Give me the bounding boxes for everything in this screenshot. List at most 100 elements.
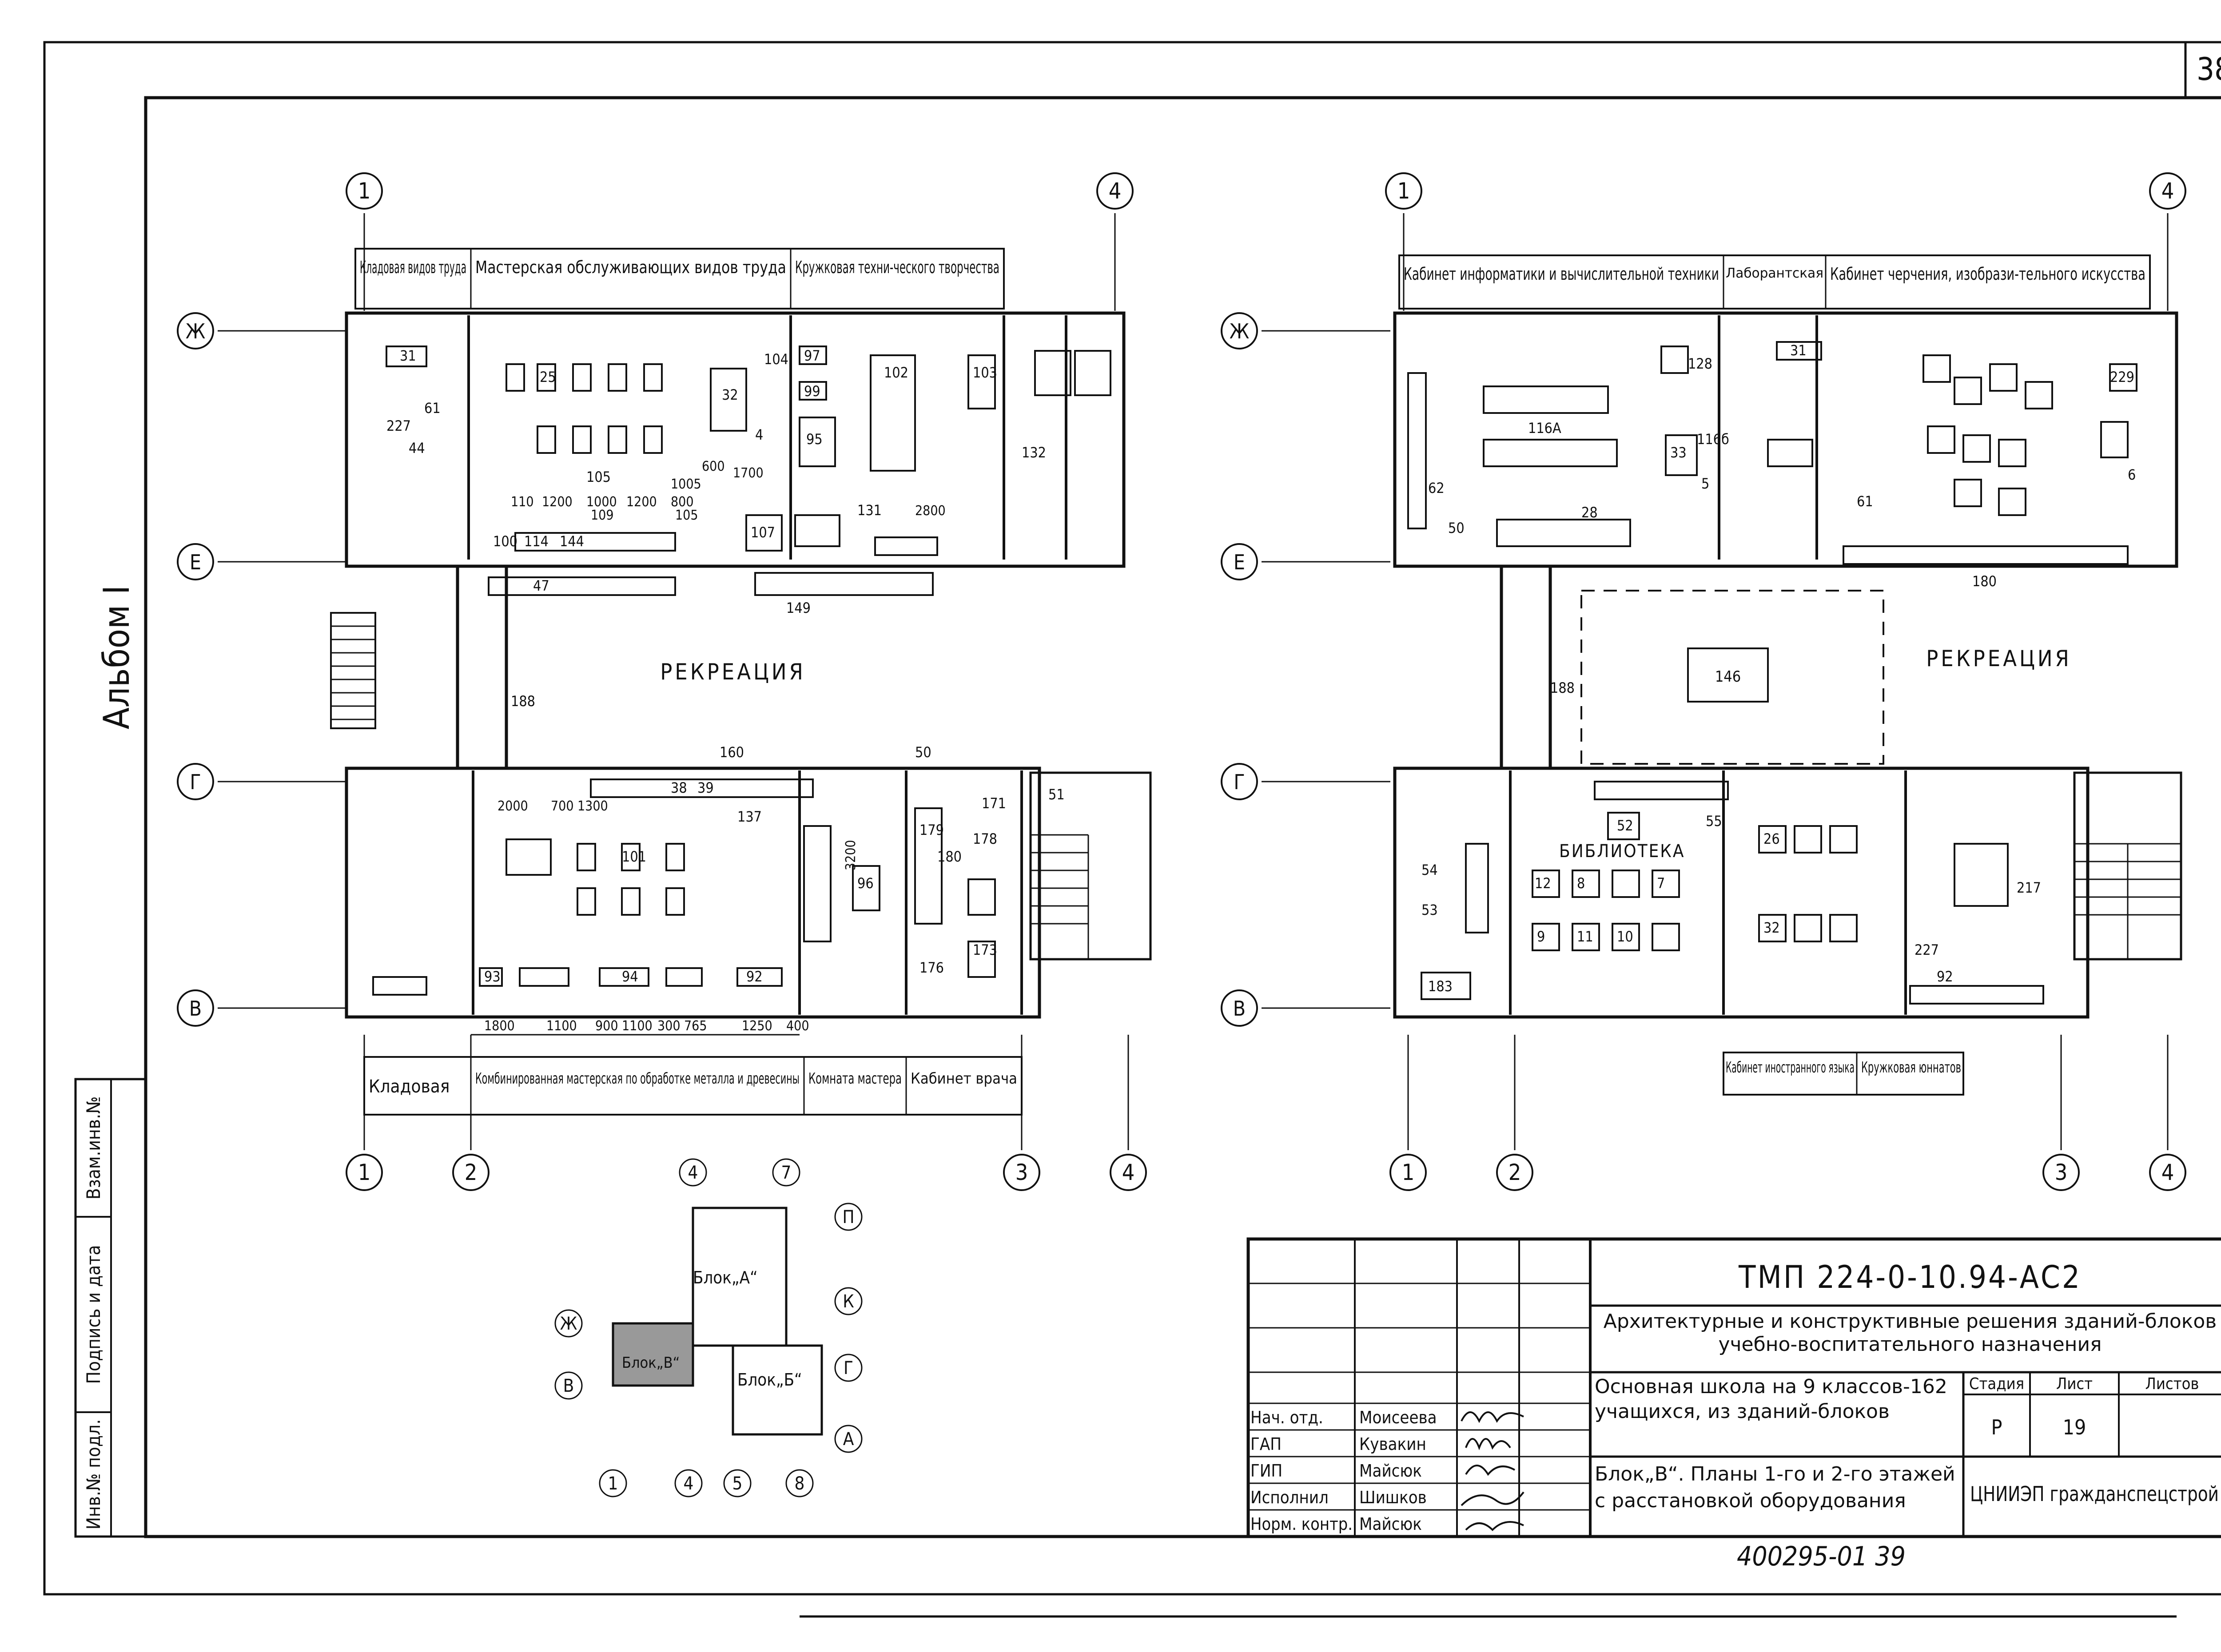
keyplan-axis: Ж [560, 1314, 577, 1334]
svg-text:114: 114 [524, 533, 549, 550]
role-label: Нач. отд. [1250, 1408, 1323, 1427]
keyplan-axis: 5 [732, 1473, 743, 1494]
keyplan-axis: 4 [688, 1163, 698, 1183]
svg-text:104: 104 [764, 351, 788, 368]
keyplan-axis: П [842, 1207, 854, 1227]
keyplan-axis: Г [844, 1358, 853, 1378]
svg-text:Г: Г [190, 770, 201, 794]
room-name-storage-bottom: Кладовая [369, 1076, 450, 1097]
role-label: ГИП [1250, 1461, 1282, 1481]
axis-bubble: 3 [1003, 1154, 1040, 1191]
axis-bubble: Ж [177, 312, 214, 349]
library-label: БИБЛИОТЕКА [1559, 841, 1685, 862]
inner-frame [144, 96, 2221, 1538]
stair-right [2073, 771, 2182, 961]
key-plan: Блок„А“ Блок„Б“ Блок„В“ П К Г А Ж В 1 4 … [554, 1158, 863, 1497]
room-name-naturalists-club: Кружковая юннатов [1861, 1059, 1961, 1076]
svg-text:62: 62 [1428, 480, 1445, 496]
svg-text:4: 4 [1109, 178, 1122, 204]
svg-text:1300: 1300 [577, 798, 608, 814]
axis-bubble: В [177, 989, 214, 1027]
svg-text:10: 10 [1617, 928, 1633, 945]
axis-bubble: Е [177, 543, 214, 580]
svg-text:103: 103 [973, 364, 997, 381]
axis-bubble: 2 [452, 1154, 490, 1191]
room-name-doctor: Кабинет врача [911, 1070, 1017, 1088]
room-footer-box [1723, 1052, 1964, 1096]
room-footer-box [363, 1056, 1023, 1116]
sheets-header: Листов [2145, 1375, 2199, 1393]
sheet-header: Лист [2056, 1375, 2093, 1393]
svg-text:52: 52 [1617, 817, 1633, 834]
svg-text:7: 7 [1657, 875, 1665, 892]
svg-text:180: 180 [937, 848, 962, 865]
svg-text:800: 800 [671, 494, 694, 510]
person-name: Кувакин [1359, 1434, 1426, 1454]
svg-text:1: 1 [1402, 1160, 1415, 1185]
stair-right [1029, 771, 1152, 961]
svg-text:132: 132 [1022, 444, 1046, 461]
svg-text:1200: 1200 [542, 494, 573, 510]
svg-text:Ж: Ж [1230, 319, 1250, 343]
svg-text:183: 183 [1428, 978, 1453, 995]
svg-text:54: 54 [1421, 862, 1438, 878]
equipment-layout-bottom [372, 778, 996, 996]
svg-text:2: 2 [1509, 1160, 1521, 1185]
svg-text:2: 2 [465, 1160, 478, 1185]
svg-text:94: 94 [622, 968, 638, 985]
svg-text:96: 96 [857, 875, 874, 892]
svg-text:105: 105 [675, 508, 698, 523]
svg-text:95: 95 [806, 431, 823, 448]
role-label: ГАП [1250, 1434, 1282, 1454]
svg-text:173: 173 [973, 941, 997, 958]
svg-text:39: 39 [697, 779, 714, 796]
room-name-tech-club: Кружковая техни-ческого творчества [795, 258, 999, 277]
svg-text:3200: 3200 [843, 840, 859, 870]
atrium-outline [1580, 590, 1884, 765]
person-name: Шишков [1359, 1488, 1427, 1507]
svg-text:Ж: Ж [186, 319, 206, 343]
svg-text:50: 50 [915, 744, 931, 761]
svg-text:55: 55 [1706, 813, 1722, 830]
wall-top-wing [345, 311, 1126, 568]
svg-text:61: 61 [424, 400, 441, 417]
svg-text:109: 109 [591, 508, 614, 523]
svg-text:6: 6 [2128, 466, 2136, 483]
svg-text:131: 131 [857, 502, 882, 519]
stair-left [330, 612, 376, 729]
svg-text:97: 97 [804, 347, 820, 364]
svg-text:700: 700 [551, 798, 574, 814]
svg-text:1: 1 [1397, 178, 1410, 204]
svg-text:217: 217 [2017, 879, 2041, 896]
person-name: Майсюк [1359, 1514, 1422, 1534]
organization: ЦНИИЭП гражданспецстрой [1970, 1482, 2219, 1506]
svg-text:1250: 1250 [742, 1018, 772, 1034]
svg-text:47: 47 [533, 577, 549, 594]
svg-text:25: 25 [540, 369, 556, 385]
svg-text:180: 180 [1972, 573, 1997, 590]
svg-text:9: 9 [1537, 928, 1545, 945]
plan-first-floor: 1 4 Ж Е Г В 1 2 3 4 Кладовая видов труда… [177, 172, 1152, 1191]
keyplan-axis: К [843, 1291, 854, 1312]
svg-text:3: 3 [1015, 1160, 1028, 1185]
svg-text:102: 102 [884, 364, 908, 381]
svg-text:179: 179 [919, 822, 944, 838]
svg-text:1200: 1200 [626, 494, 657, 510]
room-name-drawing-art: Кабинет черчения, изобрази-тельного иску… [1830, 264, 2145, 284]
wall-corridor [1500, 564, 1552, 770]
svg-text:1100: 1100 [546, 1018, 577, 1034]
axis-bubble: 4 [2149, 1154, 2186, 1191]
svg-text:146: 146 [1715, 668, 1741, 686]
room-name-master-room: Комната мастера [808, 1070, 902, 1088]
svg-text:26: 26 [1763, 830, 1780, 847]
svg-text:92: 92 [1937, 968, 1953, 985]
room-header-box [354, 248, 1005, 310]
archive-number: 400295-01 39 [1737, 1541, 1906, 1572]
svg-text:2000: 2000 [498, 798, 528, 814]
svg-text:38: 38 [671, 779, 687, 796]
stage-header: Стадия [1969, 1375, 2024, 1393]
svg-text:227: 227 [386, 417, 411, 434]
svg-text:1: 1 [358, 178, 371, 204]
axis-bubble: Г [1221, 763, 1258, 800]
svg-text:300: 300 [657, 1018, 681, 1034]
